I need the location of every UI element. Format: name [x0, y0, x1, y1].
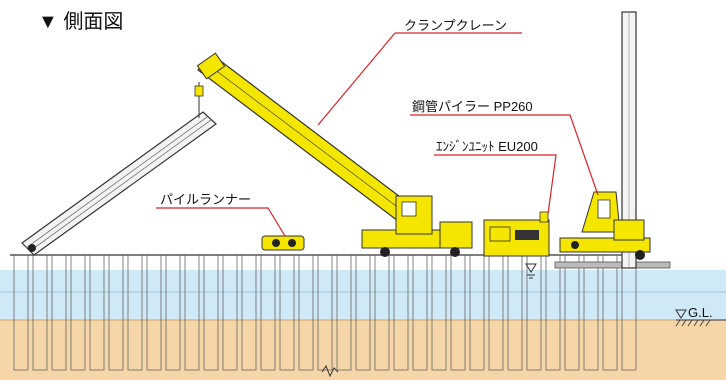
hook-block: [194, 85, 204, 97]
water-layer: [0, 270, 726, 320]
crane-label: クランプクレーン: [404, 18, 507, 33]
pile-runner: [261, 235, 305, 251]
lifted-pile: [21, 111, 217, 256]
engine-label-line: [434, 154, 557, 215]
steel-pipe-piler: [559, 191, 651, 260]
diagram-title: ▼ 側面図: [38, 10, 123, 33]
runner-label: パイルランナー: [160, 192, 251, 207]
clamp-crane-body: [361, 195, 473, 257]
runner-label-line: [156, 207, 286, 237]
break-mark: [321, 364, 339, 378]
piler-label: 鋼管パイラー PP260: [412, 99, 533, 114]
sheet-pile-wall: [13, 254, 637, 371]
gl-label: G.L.: [688, 305, 713, 320]
engine-unit: [483, 211, 550, 257]
water-level-symbol: [525, 263, 537, 279]
crane-leader: [317, 32, 396, 126]
engine-label: ｴﾝｼﾞﾝﾕﾆｯﾄ EU200: [436, 139, 538, 154]
piler-platform: [554, 261, 671, 269]
ground-level-marker: [675, 309, 726, 327]
piler-label-line: [410, 114, 599, 196]
